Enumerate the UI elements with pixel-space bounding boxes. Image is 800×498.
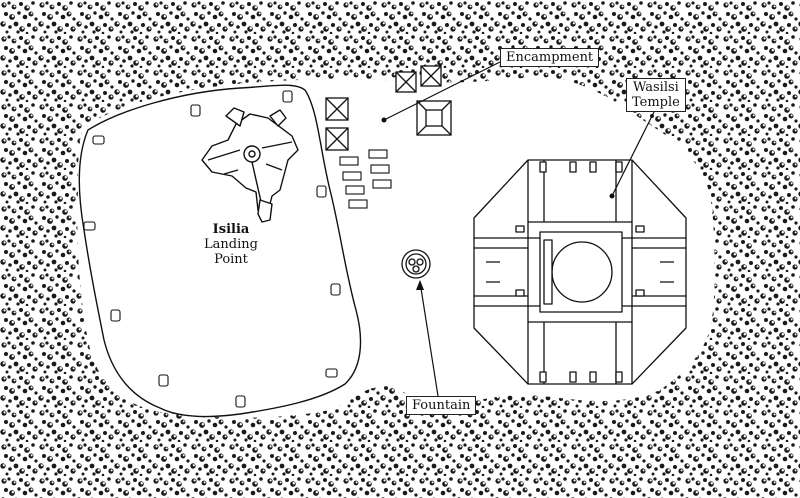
fountain-label-text: Fountain xyxy=(412,398,471,413)
encampment-label-text: Encampment xyxy=(506,50,594,65)
temple-label-line1: Wasilsi xyxy=(633,80,679,95)
encampment-huts xyxy=(339,149,392,209)
leader-dots xyxy=(381,117,615,199)
fountain-arrowhead xyxy=(416,280,424,290)
tent-icon xyxy=(325,65,452,151)
fountain-icon xyxy=(401,249,431,279)
temple-label-line2: Temple xyxy=(632,95,680,110)
landing-field xyxy=(78,84,362,418)
landing-point-name: Isilia xyxy=(212,222,250,237)
temple-label: Wasilsi Temple xyxy=(626,78,686,112)
encampment-label: Encampment xyxy=(500,48,600,67)
landing-markers xyxy=(83,90,341,408)
landing-point-line3: Point xyxy=(214,252,248,267)
starship-icon xyxy=(201,107,299,223)
landing-point-line2: Landing xyxy=(204,237,258,252)
fountain-label: Fountain xyxy=(406,396,477,415)
temple-icon xyxy=(473,159,687,385)
landing-point-label: Isilia Landing Point xyxy=(195,222,267,267)
leader-lines xyxy=(383,61,655,397)
